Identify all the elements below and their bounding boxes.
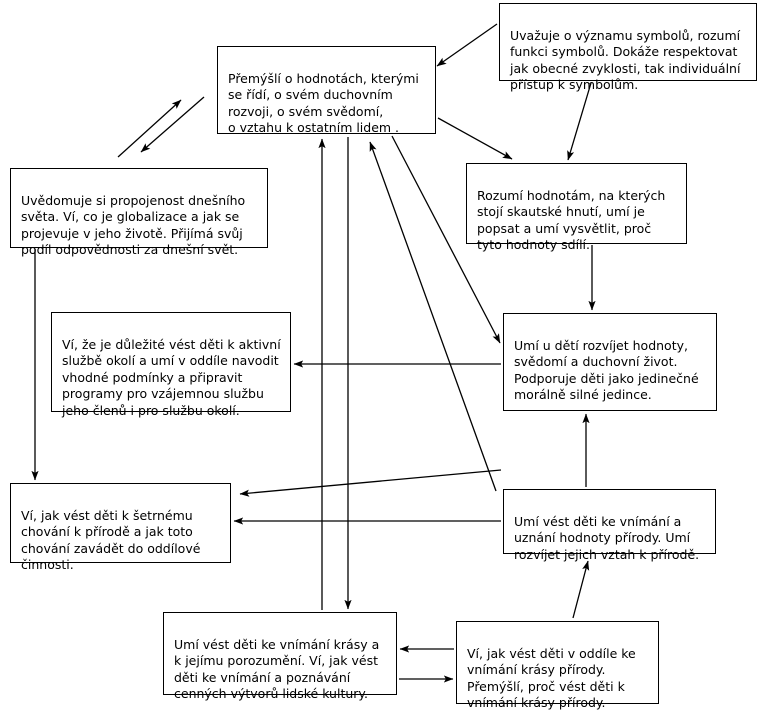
edge-priroda-hodnota-to-sluzba (239, 469, 502, 497)
edge-symboly-to-skauting (567, 82, 592, 161)
node-symboly[interactable]: Uvažuje o významu symbolů, rozumí funkci… (499, 3, 757, 92)
node-krasa-kultura-text: Umí vést děti ke vnímání krásy a k jejím… (174, 636, 380, 702)
edge-krasa-priroda-to-priroda-hodnota (572, 560, 590, 619)
node-krasa-priroda[interactable]: Ví, jak vést děti v oddíle ke vnímání kr… (456, 621, 659, 710)
node-globalizace[interactable]: Uvědomuje si propojenost dnešního světa.… (10, 168, 268, 257)
edge-globalizace-to-hodnoty (117, 99, 182, 158)
node-hodnoty-text: Přemýšlí o hodnotách, kterými se řídí, o… (228, 70, 419, 136)
edge-hodnoty-to-skauting (437, 117, 513, 160)
node-krasa-priroda-text: Ví, jak vést děti v oddíle ke vnímání kr… (467, 645, 636, 711)
node-krasa-kultura[interactable]: Umí vést děti ke vnímání krásy a k jejím… (163, 612, 397, 701)
node-rozvijet-text: Umí u dětí rozvíjet hodnoty, svědomí a d… (514, 337, 699, 403)
node-rozvijet[interactable]: Umí u dětí rozvíjet hodnoty, svědomí a d… (503, 313, 717, 411)
edge-symboly-to-hodnoty (436, 23, 498, 67)
node-skauting[interactable]: Rozumí hodnotám, na kterých stojí skauts… (466, 163, 687, 252)
node-sluzba[interactable]: Ví, že je důležité vést děti k aktivní s… (51, 312, 291, 418)
edge-hodnoty-to-globalizace (140, 96, 205, 153)
node-hodnoty[interactable]: Přemýšlí o hodnotách, kterými se řídí, o… (217, 46, 436, 136)
node-priroda-hodnota-text: Umí vést děti ke vnímání a uznání hodnot… (514, 513, 700, 562)
node-skauting-text: Rozumí hodnotám, na kterých stojí skauts… (477, 187, 666, 253)
node-priroda-hodnota[interactable]: Umí vést děti ke vnímání a uznání hodnot… (503, 489, 716, 562)
node-priroda-setrne-text: Ví, jak vést děti k šetrnému chování k p… (21, 507, 201, 573)
node-globalizace-text: Uvědomuje si propojenost dnešního světa.… (21, 192, 246, 258)
node-priroda-setrne[interactable]: Ví, jak vést děti k šetrnému chování k p… (10, 483, 231, 572)
node-sluzba-text: Ví, že je důležité vést děti k aktivní s… (62, 336, 281, 418)
node-symboly-text: Uvažuje o významu symbolů, rozumí funkci… (510, 27, 741, 93)
